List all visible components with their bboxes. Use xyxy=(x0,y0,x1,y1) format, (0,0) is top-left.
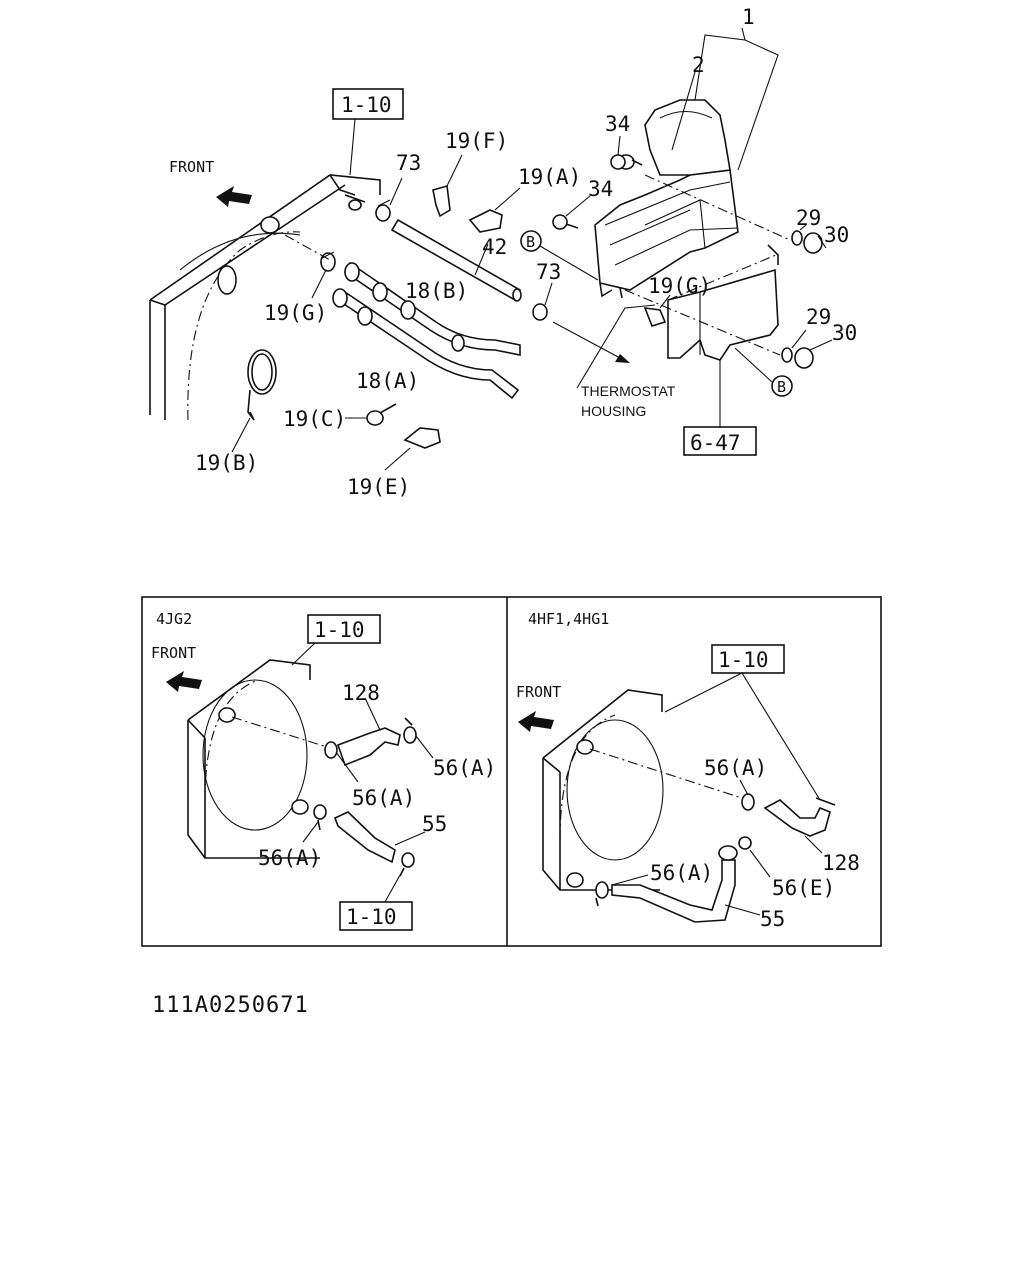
panel-left-ref-top: 1-10 xyxy=(314,618,365,642)
panel-right-front-label: FRONT xyxy=(516,683,561,701)
band-19b xyxy=(231,349,277,453)
diagram-code: 111A0250671 xyxy=(152,993,309,1018)
panel-left-ref-bottom: 1-10 xyxy=(346,905,397,929)
panel-left-label-128: 128 xyxy=(342,681,380,705)
bolt-34-mid xyxy=(552,195,591,230)
panel-right-ref-top: 1-10 xyxy=(718,648,769,672)
clamp-73-top xyxy=(375,177,403,222)
leader-1-2 xyxy=(671,27,779,171)
pipe-42 xyxy=(390,218,522,302)
panel-left-4jg2: 4JG2 FRONT 1-10 xyxy=(151,610,496,931)
panel-right-4hf1-4hg1: 4HF1,4HG1 FRONT 1-10 xyxy=(516,610,860,931)
part-label-19a: 19(A) xyxy=(518,165,581,189)
part-label-19f: 19(F) xyxy=(445,129,508,153)
clip-19a xyxy=(468,187,521,233)
front-indicator: FRONT xyxy=(169,158,252,207)
clamp-19g-right xyxy=(643,294,671,327)
part-label-73-top: 73 xyxy=(396,151,421,175)
ref-box-1-10: 1-10 xyxy=(332,88,404,176)
svg-text:B: B xyxy=(777,378,786,396)
part-label-18a: 18(A) xyxy=(356,369,419,393)
circle-b-right: B xyxy=(734,347,793,397)
part-label-19g-left: 19(G) xyxy=(264,301,327,325)
top-exploded-view: 1-10 FRONT xyxy=(149,5,857,499)
front-arrow-icon xyxy=(166,671,202,692)
part-label-73-bottom: 73 xyxy=(536,260,561,284)
reservoir-tank xyxy=(594,99,739,299)
panel-right-label-128: 128 xyxy=(822,851,860,875)
top-part-labels: 1 2 34 34 73 19(F) 19(A) 42 18(B) 18(A) … xyxy=(195,5,857,499)
part-label-29-b: 29 xyxy=(806,305,831,329)
front-label: FRONT xyxy=(169,158,214,176)
thermostat-label-1: THERMOSTAT xyxy=(581,383,676,399)
part-label-19e: 19(E) xyxy=(347,475,410,499)
part-label-30-a: 30 xyxy=(824,223,849,247)
clamp-73-bottom xyxy=(532,282,553,321)
circle-b-left: B xyxy=(520,230,599,281)
part-label-30-b: 30 xyxy=(832,321,857,345)
panel-left-label-56a-2: 56(A) xyxy=(352,786,415,810)
part-label-19b: 19(B) xyxy=(195,451,258,475)
clip-19e xyxy=(384,427,441,471)
panel-right-label-56a-2: 56(A) xyxy=(650,861,713,885)
panel-left-label-56a-1: 56(A) xyxy=(433,756,496,780)
panel-right-label-55: 55 xyxy=(760,907,785,931)
bracket-6-47: 6-47 xyxy=(667,244,779,456)
clip-19f xyxy=(432,154,463,218)
bolt-34-top xyxy=(610,135,626,170)
part-label-1: 1 xyxy=(742,5,755,29)
hose-18a xyxy=(332,288,520,400)
panel-right-label-56a-1: 56(A) xyxy=(704,756,767,780)
thermostat-leader: THERMOSTAT HOUSING xyxy=(552,304,676,419)
part-label-34-mid: 34 xyxy=(588,177,613,201)
panel-right-title: 4HF1,4HG1 xyxy=(528,610,609,628)
nut-30-b xyxy=(794,339,833,369)
washer-29-a xyxy=(791,224,807,246)
part-label-29-a: 29 xyxy=(796,206,821,230)
washer-29-b xyxy=(781,329,807,363)
panel-right-label-56e: 56(E) xyxy=(772,876,835,900)
clamp-19c xyxy=(345,403,397,426)
part-label-2: 2 xyxy=(692,53,705,77)
part-label-19g-right: 19(G) xyxy=(648,274,711,298)
clamp-19g-left xyxy=(311,251,336,299)
radiator-assembly xyxy=(149,174,381,421)
part-label-19c: 19(C) xyxy=(283,407,346,431)
ref-label-6-47: 6-47 xyxy=(690,431,741,455)
front-arrow-icon xyxy=(518,711,554,732)
panel-left-label-55: 55 xyxy=(422,812,447,836)
part-label-42: 42 xyxy=(482,235,507,259)
panel-left-front-label: FRONT xyxy=(151,644,196,662)
front-arrow-icon xyxy=(216,186,252,207)
ref-label-1-10: 1-10 xyxy=(341,93,392,117)
svg-text:B: B xyxy=(526,233,535,251)
part-label-34-top: 34 xyxy=(605,112,630,136)
nut-30-a xyxy=(803,232,827,254)
panel-left-title: 4JG2 xyxy=(156,610,192,628)
hose-18b xyxy=(343,261,521,356)
part-label-18b: 18(B) xyxy=(405,279,468,303)
bottom-panels: 4JG2 FRONT 1-10 xyxy=(141,596,882,947)
panel-left-label-56a-3: 56(A) xyxy=(258,846,321,870)
thermostat-label-2: HOUSING xyxy=(581,403,646,419)
